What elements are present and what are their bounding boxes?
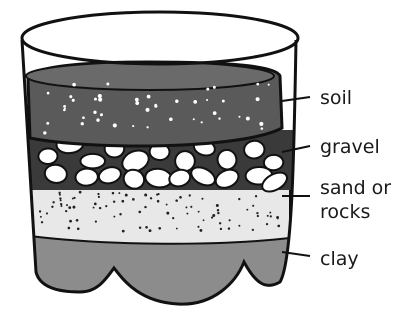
sand-label-line1: sand or <box>320 177 391 199</box>
sand-label-line2: rocks <box>320 201 370 223</box>
soil-layer <box>26 62 282 146</box>
gravel-label: gravel <box>320 136 380 158</box>
soil-label: soil <box>320 87 352 109</box>
clay-label: clay <box>320 248 359 270</box>
